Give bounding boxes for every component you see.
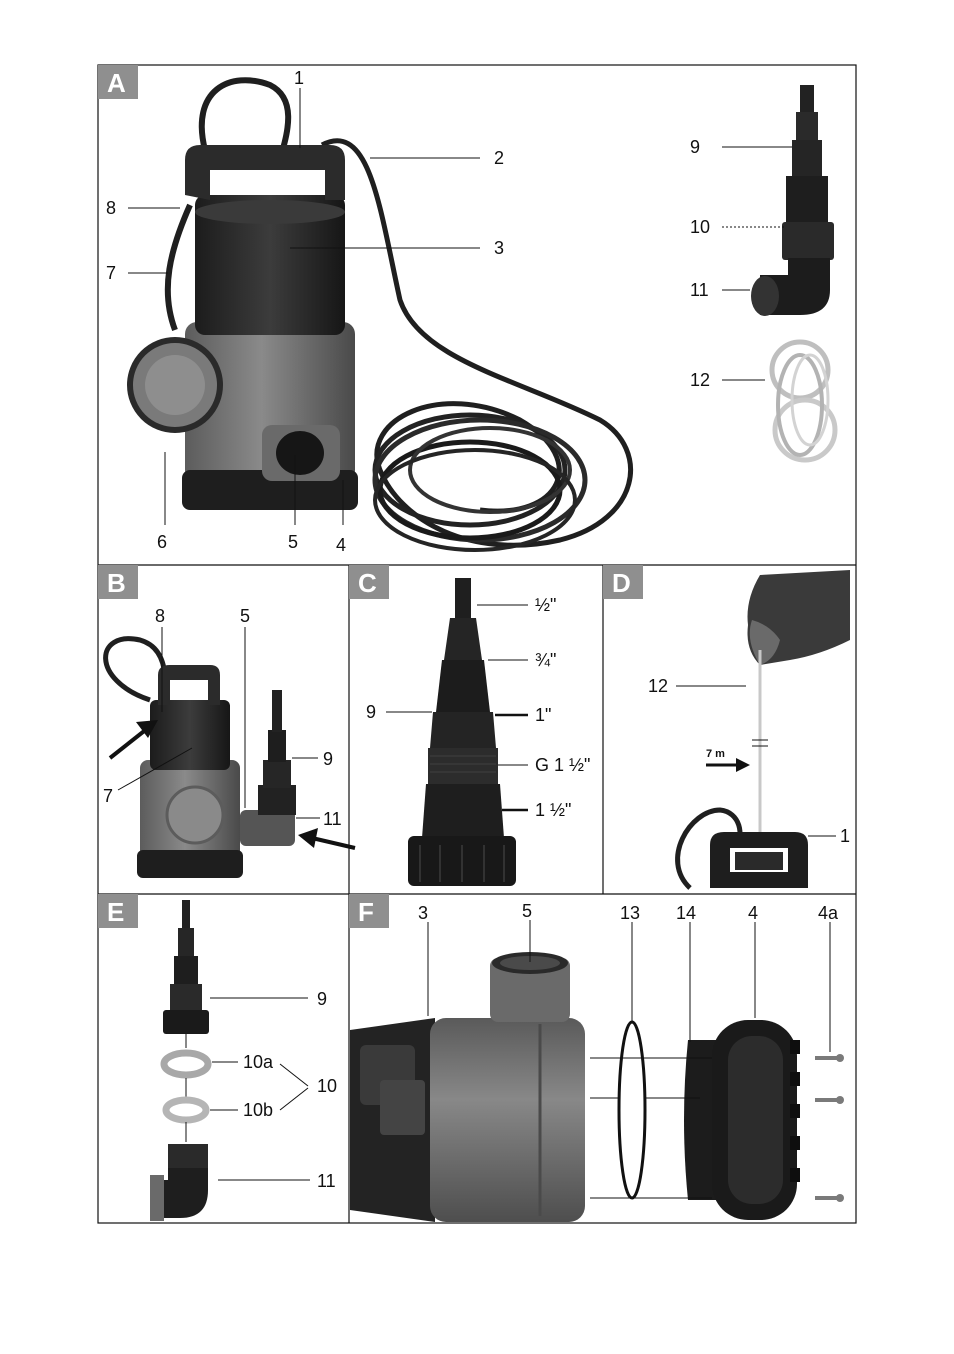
label-f-5: 5 [522, 901, 532, 921]
panel-c: C [349, 565, 590, 886]
label-a-10: 10 [690, 217, 710, 237]
label-a-2: 2 [494, 148, 504, 168]
label-a-1: 1 [294, 68, 304, 88]
label-f-14: 14 [676, 903, 696, 923]
panel-b-leaders [117, 627, 320, 819]
label-c-9: 9 [366, 702, 376, 722]
panel-b-badge: B [98, 565, 138, 599]
float-switch-cable [198, 77, 292, 161]
label-e-11: 11 [317, 1171, 336, 1191]
label-b-7: 7 [103, 786, 113, 806]
panel-frames [97, 64, 857, 1224]
label-f-4: 4 [748, 903, 758, 923]
label-a-7: 7 [106, 263, 116, 283]
panel-f-badge: F [349, 894, 389, 928]
adapter-exploded-illustration [150, 900, 212, 1221]
label-a-3: 3 [494, 238, 504, 258]
pump-handle-d-illustration [675, 807, 808, 890]
label-c-half-inch: ½" [535, 595, 556, 615]
label-a-6: 6 [157, 532, 167, 552]
label-a-11: 11 [690, 280, 709, 300]
label-c-three-quarter-inch: ¾" [535, 650, 556, 670]
label-a-9: 9 [690, 137, 700, 157]
label-a-5: 5 [288, 532, 298, 552]
panel-c-badge-letter: C [358, 568, 377, 598]
label-c-one-half-inch: 1 ½" [535, 800, 571, 820]
pump-housing-exploded-illustration [350, 952, 844, 1222]
label-e-10b: 10b [243, 1100, 273, 1120]
label-e-10a: 10a [243, 1052, 274, 1072]
panel-a-badge-letter: A [107, 68, 126, 98]
label-d-7m: 7 m [706, 748, 725, 760]
panel-a-badge: A [98, 65, 138, 99]
label-a-12: 12 [690, 370, 710, 390]
label-d-1: 1 [840, 826, 850, 846]
label-b-5: 5 [240, 606, 250, 626]
panel-f-badge-letter: F [358, 897, 374, 927]
panel-c-leaders [386, 604, 528, 812]
panel-d-badge-letter: D [612, 568, 631, 598]
rope-coil-illustration [769, 339, 838, 463]
panel-f: F [349, 894, 844, 1222]
panel-f-leaders [427, 920, 831, 1199]
power-cable-coil [320, 138, 634, 552]
panel-d-badge: D [603, 565, 643, 599]
label-c-one-inch: 1" [535, 705, 551, 725]
label-f-4a: 4a [818, 903, 839, 923]
pump-illustration [127, 145, 358, 510]
label-b-8: 8 [155, 606, 165, 626]
panel-d: D 12 7 m 1 [603, 565, 850, 890]
hose-adapter-illustration [751, 85, 834, 316]
label-a-8: 8 [106, 198, 116, 218]
panel-b-arrows [108, 720, 356, 850]
stepped-hose-adapter-illustration [408, 578, 516, 886]
panel-e-badge-letter: E [107, 897, 124, 927]
label-f-3: 3 [418, 903, 428, 923]
panel-e-badge: E [98, 894, 138, 928]
panel-d-leaders [676, 685, 836, 837]
panel-b: B 8 5 9 7 [98, 565, 356, 878]
panel-e: E 9 10a 10 10b 11 [98, 894, 337, 1221]
label-c-g-one-half-inch: G 1 ½" [535, 755, 590, 775]
label-e-9: 9 [317, 989, 327, 1009]
label-b-11: 11 [323, 809, 342, 829]
hand-holding-rope-illustration [747, 570, 850, 860]
panel-a-leaders [128, 88, 792, 525]
panel-e-leaders [210, 997, 310, 1181]
label-d-12: 12 [648, 676, 668, 696]
label-f-13: 13 [620, 903, 640, 923]
panel-a: A [98, 65, 838, 555]
pump-b-illustration [103, 636, 296, 878]
label-a-4: 4 [336, 535, 346, 555]
label-e-10: 10 [317, 1076, 337, 1096]
label-b-9: 9 [323, 749, 333, 769]
panel-c-badge: C [349, 565, 389, 599]
panel-b-badge-letter: B [107, 568, 126, 598]
